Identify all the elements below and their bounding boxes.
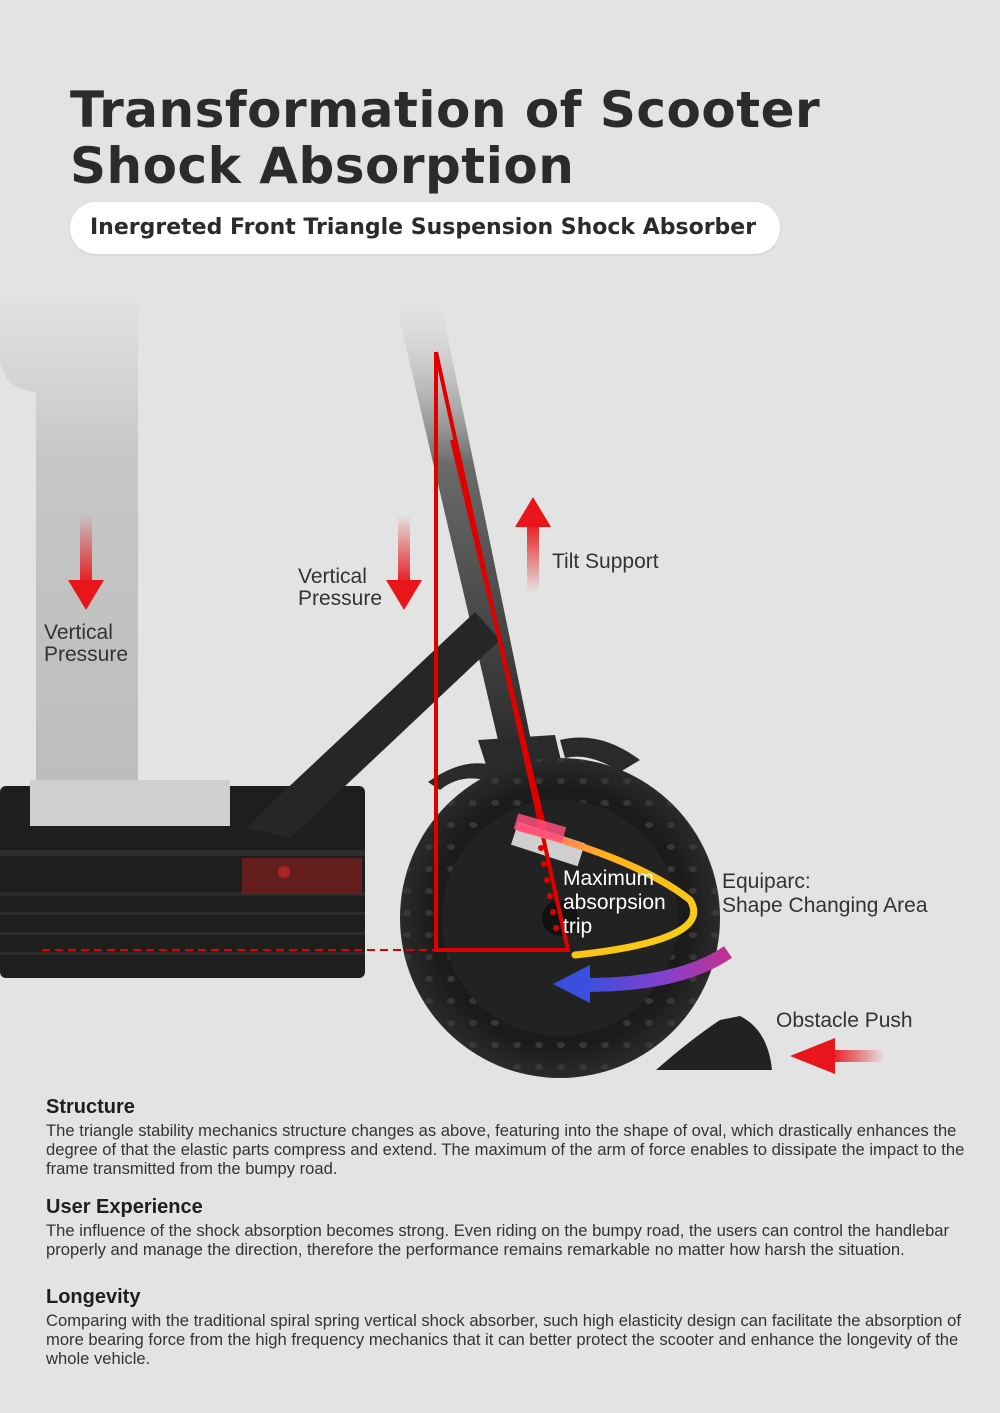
label-obstacle-push: Obstacle Push <box>776 1009 913 1032</box>
section-structure: Structure The triangle stability mechani… <box>46 1096 966 1178</box>
section-heading: User Experience <box>46 1196 203 1218</box>
label-maximum-trip: Maximum absorpsion trip <box>563 867 666 938</box>
section-heading: Longevity <box>46 1286 141 1308</box>
section-body: The influence of the shock absorption be… <box>46 1221 950 1259</box>
subtitle-text: Inergreted Front Triangle Suspension Sho… <box>90 215 757 240</box>
subtitle-pill: Inergreted Front Triangle Suspension Sho… <box>70 202 780 254</box>
section-heading: Structure <box>46 1096 135 1118</box>
label-tilt-support: Tilt Support <box>552 550 659 573</box>
section-body: Comparing with the traditional spiral sp… <box>46 1311 961 1368</box>
label-equiparc: Equiparc: Shape Changing Area <box>722 870 928 917</box>
title-line-2: Shock Absorption <box>70 137 575 195</box>
page-title: Transformation of Scooter Shock Absorpti… <box>70 82 820 194</box>
label-vertical-pressure-left: Vertical Pressure <box>44 621 129 666</box>
section-user-experience: User Experience The influence of the sho… <box>46 1196 966 1259</box>
title-line-1: Transformation of Scooter <box>70 81 821 139</box>
section-body: The triangle stability mechanics structu… <box>46 1121 965 1178</box>
label-vertical-pressure-mid: Vertical Pressure <box>298 565 383 610</box>
section-longevity: Longevity Comparing with the traditional… <box>46 1286 966 1368</box>
